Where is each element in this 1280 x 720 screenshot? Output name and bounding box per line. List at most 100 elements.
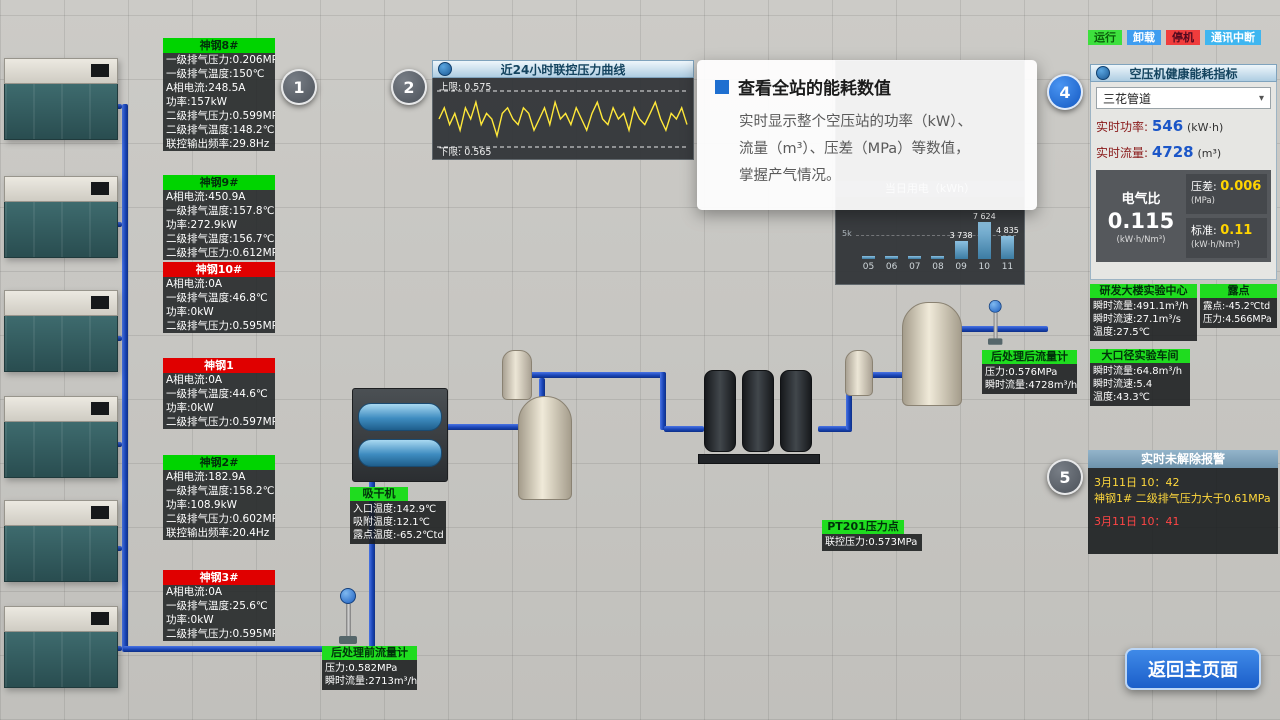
pipe-segment xyxy=(818,426,852,432)
alarm-entry: 3月11日 10：41 xyxy=(1094,515,1180,528)
panel-title: 空压机健康能耗指标 xyxy=(1129,66,1238,81)
station-metric: 温度:43.3℃ xyxy=(1093,392,1150,403)
compressor-metric: A相电流:450.9A xyxy=(163,190,275,204)
equipment-name: PT201压力点 xyxy=(822,520,904,534)
ratio-unit: (kW·h/Nm³) xyxy=(1116,234,1166,245)
compressor-panel: 神钢1 A相电流:0A 一级排气温度:44.6℃ 功率:0kW 二级排气压力:0… xyxy=(163,358,275,429)
std-unit: (kW·h/Nm³) xyxy=(1191,240,1240,250)
dryer-unit xyxy=(352,388,448,482)
pressure-diff-box: 压差: 0.006 (MPa) xyxy=(1186,174,1267,214)
status-stopped[interactable]: 停机 xyxy=(1166,30,1200,45)
equipment-tag: 后处理后流量计 压力:0.576MPa 瞬时流量:4728m³/h xyxy=(982,350,1077,394)
compressor-panel: 神钢9# A相电流:450.9A 一级排气温度:157.8℃ 功率:272.9k… xyxy=(163,175,275,260)
compressor-name: 神钢2# xyxy=(163,455,275,470)
compressor-metric: 一级排气温度:158.2℃ xyxy=(163,484,275,498)
y-axis-label: 5k xyxy=(842,229,852,238)
upper-limit-label: 上限: 0.575 xyxy=(439,82,492,93)
compressor-metric: 联控输出频率:20.4Hz xyxy=(163,526,275,540)
pipe-segment xyxy=(369,476,375,652)
pipeline-select-value: 三花管道 xyxy=(1103,91,1152,106)
station-metric: 瞬时流速:27.1m³/s xyxy=(1093,314,1181,325)
pipe-segment xyxy=(504,372,666,378)
flow-meter xyxy=(984,300,1006,348)
compressor-machine xyxy=(4,58,118,140)
compressor-metric: 二级排气压力:0.597MPa xyxy=(163,415,275,429)
diff-label: 压差: xyxy=(1191,180,1217,193)
tooltip-line: 流量（m³）、压差（MPa）等数值， xyxy=(739,141,970,157)
compressor-metric: 一级排气压力:0.206MPa xyxy=(163,53,275,67)
compressor-machine xyxy=(4,606,118,688)
compressor-machine xyxy=(4,500,118,582)
gauge-icon xyxy=(1096,66,1110,80)
station-metric: 压力:4.566MPa xyxy=(1203,314,1272,325)
station-title: 大口径实验车间 xyxy=(1090,349,1190,363)
lower-limit-label: 下限: 0.565 xyxy=(439,147,492,158)
dewpoint-panel: 露点 露点:-45.2℃td 压力:4.566MPa xyxy=(1200,284,1277,328)
diff-unit: (MPa) xyxy=(1191,196,1215,206)
tutorial-step-1[interactable]: 1 xyxy=(281,69,317,105)
energy-x-label: 09 xyxy=(955,262,967,272)
tooltip-line: 实时显示整个空压站的功率（kW）、 xyxy=(739,114,972,130)
equipment-tag: PT201压力点 联控压力:0.573MPa xyxy=(822,520,922,551)
panel-title: 近24小时联控压力曲线 xyxy=(500,62,626,77)
tutorial-step-5[interactable]: 5 xyxy=(1047,459,1083,495)
tutorial-step-2[interactable]: 2 xyxy=(391,69,427,105)
station-title: 露点 xyxy=(1200,284,1277,298)
dryer-cylinder xyxy=(358,403,442,431)
equipment-metric: 入口温度:142.9℃ xyxy=(353,504,437,515)
station-metric: 温度:27.5℃ xyxy=(1093,327,1150,338)
status-unload[interactable]: 卸载 xyxy=(1127,30,1161,45)
alarm-entry: 3月11日 10：42 xyxy=(1094,476,1180,489)
status-comm-interrupt[interactable]: 通讯中断 xyxy=(1205,30,1261,45)
ratio-value: 0.115 xyxy=(1107,208,1175,233)
compressor-panel: 神钢10# A相电流:0A 一级排气温度:46.8℃ 功率:0kW 二级排气压力… xyxy=(163,262,275,333)
vent xyxy=(91,402,109,415)
compressor-metric: 二级排气压力:0.595MPa xyxy=(163,319,275,333)
pipeline-select[interactable]: 三花管道 ▾ xyxy=(1096,87,1271,109)
compressor-machine xyxy=(4,290,118,372)
compressor-metric: 二级排气压力:0.602MPa xyxy=(163,512,275,526)
compressor-name: 神钢8# xyxy=(163,38,275,53)
compressor-metric: 功率:108.9kW xyxy=(163,498,275,512)
compressor-metric: 一级排气温度:25.6℃ xyxy=(163,599,275,613)
compressor-metric: A相电流:248.5A xyxy=(163,81,275,95)
electric-ratio-block: 电气比 0.115 (kW·h/Nm³) xyxy=(1100,174,1182,258)
energy-bar xyxy=(927,246,948,259)
energy-x-label: 06 xyxy=(885,262,898,272)
tooltip-title: 查看全站的能耗数值 xyxy=(738,79,891,99)
energy-bar xyxy=(904,246,925,259)
pipe-segment xyxy=(446,424,520,430)
status-running[interactable]: 运行 xyxy=(1088,30,1122,45)
standard-box: 标准: 0.11 (kW·h/Nm³) xyxy=(1186,218,1267,258)
pipe-segment xyxy=(122,104,128,652)
equipment-metric: 压力:0.576MPa xyxy=(985,367,1058,378)
equipment-name: 后处理前流量计 xyxy=(322,646,417,660)
filter-vessel xyxy=(845,350,873,396)
tooltip-line: 掌握产气情况。 xyxy=(739,168,841,184)
tutorial-step-4[interactable]: 4 xyxy=(1047,74,1083,110)
status-legend: 运行 卸载 停机 通讯中断 xyxy=(1088,30,1261,45)
pipe-segment xyxy=(846,372,852,430)
std-value: 0.11 xyxy=(1220,223,1253,238)
equipment-metric: 压力:0.582MPa xyxy=(325,663,398,674)
energy-x-label: 05 xyxy=(862,262,875,272)
vent xyxy=(91,296,109,309)
equipment-name: 后处理后流量计 xyxy=(982,350,1077,364)
back-to-main-button[interactable]: 返回主页面 xyxy=(1125,648,1261,690)
alarm-entry: 神钢1# 二级排气压力大于0.61MPa xyxy=(1094,492,1271,505)
flow-label: 实时流量: xyxy=(1096,146,1149,160)
gridline-5k xyxy=(856,235,1016,236)
pressure-chart: 上限: 0.575 下限: 0.565 xyxy=(432,78,694,160)
std-label: 标准: xyxy=(1191,224,1217,237)
compressor-metric: 一级排气温度:150℃ xyxy=(163,67,275,81)
compressor-metric: 联控输出频率:29.8Hz xyxy=(163,137,275,151)
equipment-metric: 吸附温度:12.1℃ xyxy=(353,517,430,528)
tutorial-tooltip: 查看全站的能耗数值 实时显示整个空压站的功率（kW）、 流量（m³）、压差（MP… xyxy=(697,60,1037,210)
health-panel: 空压机健康能耗指标 三花管道 ▾ 实时功率: 546 (kW·h) 实时流量: … xyxy=(1090,64,1277,280)
pipe-segment xyxy=(958,326,1010,332)
station-metric: 瞬时流量:491.1m³/h xyxy=(1093,301,1189,312)
vent xyxy=(91,182,109,195)
